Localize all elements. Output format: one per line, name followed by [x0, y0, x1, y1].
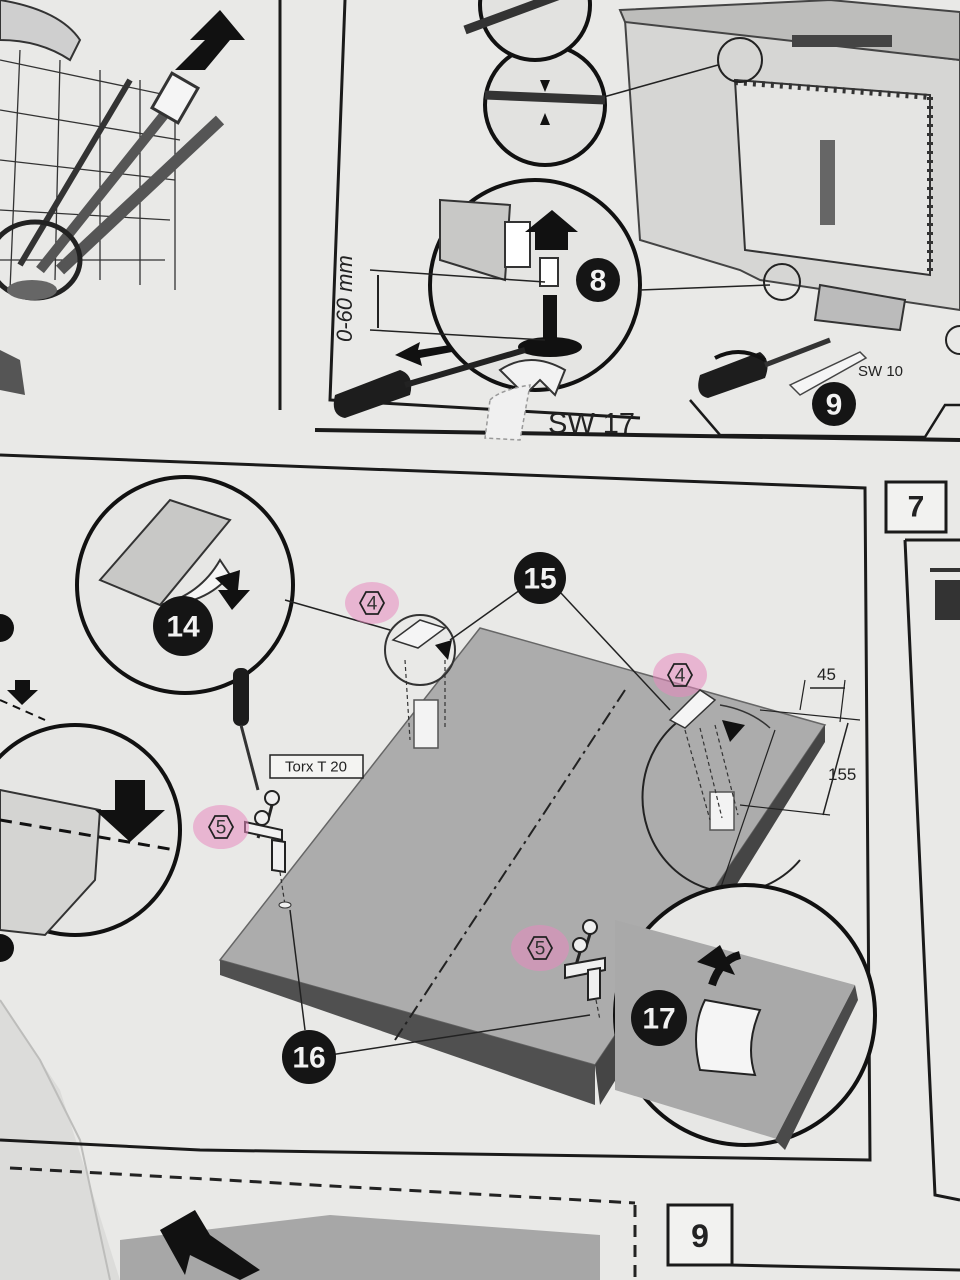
bracket-icon: [244, 820, 292, 909]
dimension-45-label: 45: [817, 665, 836, 684]
screwdriver-icon: [333, 342, 526, 418]
detail-17-circle: 17: [613, 883, 877, 1150]
up-arrow-icon: [525, 210, 578, 250]
svg-text:9: 9: [826, 389, 843, 422]
part-5-marker: 5: [193, 805, 249, 849]
wrench-sw17-label: SW 17: [548, 408, 635, 440]
install-tools-icon: [0, 71, 225, 301]
callout-16: 16: [282, 909, 591, 1084]
down-arrow-icon: [95, 780, 165, 842]
bracket-icon: [564, 956, 606, 1021]
svg-text:16: 16: [292, 1042, 325, 1075]
callout-8: 8: [576, 258, 620, 302]
up-arrow-icon: [175, 10, 245, 70]
top-left-panel: [0, 0, 282, 410]
svg-text:8: 8: [590, 265, 607, 298]
screwdriver-sw10-icon: [698, 337, 868, 398]
svg-text:5: 5: [535, 939, 546, 960]
wrench-sw10-label: SW 10: [858, 363, 903, 380]
dimension-155-label: 155: [828, 765, 856, 784]
torx-screwdriver-icon: [233, 668, 260, 791]
svg-text:17: 17: [642, 1003, 675, 1036]
step7-panel: 7 14: [0, 453, 960, 1202]
torx-label-box: [269, 754, 364, 779]
svg-text:15: 15: [523, 563, 556, 596]
step-7-number: 7: [908, 491, 925, 524]
svg-text:4: 4: [367, 594, 378, 615]
dimension-lines: [719, 679, 861, 891]
top-right-panel: 0-60 mm SW 17 8 SW 10 9: [314, 0, 960, 442]
height-range-label: 0-60 mm: [332, 255, 357, 342]
part-4-marker: 4: [653, 653, 707, 697]
svg-text:4: 4: [675, 666, 686, 687]
screw-icon: [572, 919, 598, 966]
torx-label: Torx T 20: [285, 759, 347, 776]
detail-14-circle: 14: [75, 475, 391, 695]
step9-area: 9: [9, 1166, 960, 1280]
left-partial-panel: [0, 614, 182, 962]
part-4-marker: 4: [345, 582, 399, 624]
callout-9: 9: [812, 382, 856, 426]
step-9-number: 9: [691, 1218, 709, 1254]
callout-15: 15: [449, 552, 671, 711]
curved-down-arrow-icon: [215, 570, 250, 610]
svg-text:5: 5: [216, 818, 227, 839]
diagonal-arrow-icon: [160, 1210, 260, 1280]
part-5-marker: 5: [511, 925, 569, 971]
svg-text:14: 14: [166, 611, 200, 644]
curved-up-arrow-icon: [697, 945, 735, 975]
